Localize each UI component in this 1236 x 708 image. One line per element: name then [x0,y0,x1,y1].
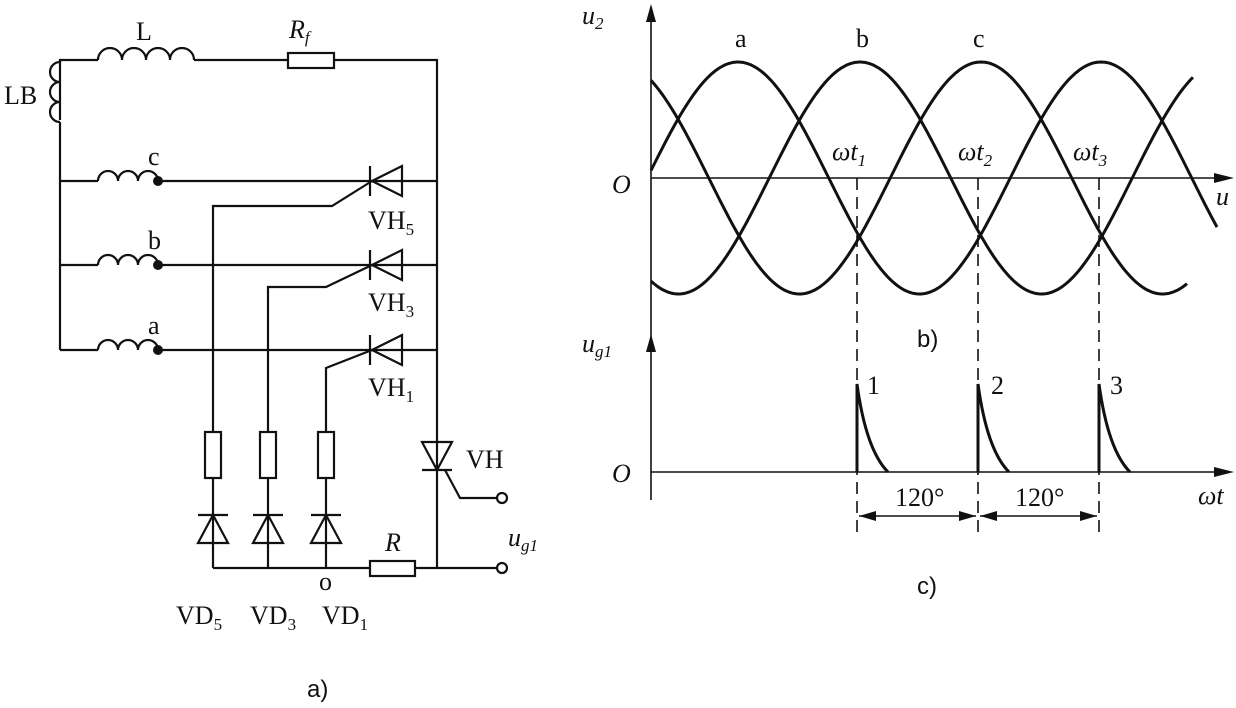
label-pulse-3: 3 [1110,371,1123,400]
caption-b: b) [917,326,938,353]
trigger-pulse-waveform [646,334,1234,521]
label-wave-a: a [735,24,747,53]
label-wt2: ωt2 [958,137,993,170]
pulse-1 [855,383,890,474]
label-x-c: ωt [1198,481,1224,510]
diode-VD1 [309,512,343,545]
label-interval-1: 120° [895,483,944,512]
ug1-terminal [495,561,509,575]
diode-VD5 [196,512,230,545]
gate-resistor-5 [203,430,223,480]
time-axis-b-arrow [1214,173,1234,183]
thyristor-VH3 [266,248,404,432]
label-VD3: VD3 [250,601,296,634]
phase-c-wave [649,60,1188,296]
label-wt1: ωt1 [832,137,866,170]
thyristor-VH [420,440,509,505]
ug1-axis-arrow [646,334,656,352]
label-VH5: VH5 [368,206,414,239]
vh-gate-terminal [495,491,509,505]
label-wave-b: b [856,24,869,53]
label-VH3: VH3 [368,288,414,321]
label-VD1: VD1 [322,601,368,634]
phase-a-wave [649,60,1219,296]
label-node-o: o [319,567,332,596]
label-pulse-2: 2 [991,371,1004,400]
label-ug1-axis: ug1 [582,329,612,361]
thyristor-VH5 [211,164,404,432]
pulse-3 [1097,383,1132,474]
caption-a: a) [307,676,328,703]
label-Rf: Rf [288,15,312,47]
gate-resistor-1 [316,430,336,480]
label-VH1: VH1 [368,373,414,406]
label-phase-c: c [148,142,160,171]
label-phase-b: b [148,226,161,255]
label-interval-2: 120° [1015,483,1064,512]
label-x-b: u [1216,182,1229,211]
label-wave-c: c [973,24,985,53]
inductor-L [96,46,196,61]
diode-VD3 [251,512,285,545]
thyristor-VH1 [324,333,404,432]
label-L: L [136,17,152,46]
u2-axis-arrow [646,4,656,22]
label-R: R [384,528,401,557]
pulse-2 [976,383,1011,474]
time-axis-c-arrow [1214,467,1234,477]
label-VH: VH [466,445,504,474]
three-phase-waveform [646,4,1234,500]
label-phase-a: a [148,311,160,340]
label-VD5: VD5 [176,601,222,634]
label-origin-c: O [612,459,631,488]
label-pulse-1: 1 [867,371,880,400]
label-u2: u2 [582,1,604,33]
label-wt3: ωt3 [1073,137,1107,170]
gate-resistor-3 [258,430,278,480]
resistor-Rf [286,51,336,70]
inductor-LB [48,60,62,124]
label-ug1: ug1 [508,523,538,555]
label-origin-b: O [612,170,631,199]
label-LB: LB [4,81,37,110]
resistor-R [368,559,417,578]
caption-c: c) [917,573,937,600]
circuit-diagram [48,46,509,578]
